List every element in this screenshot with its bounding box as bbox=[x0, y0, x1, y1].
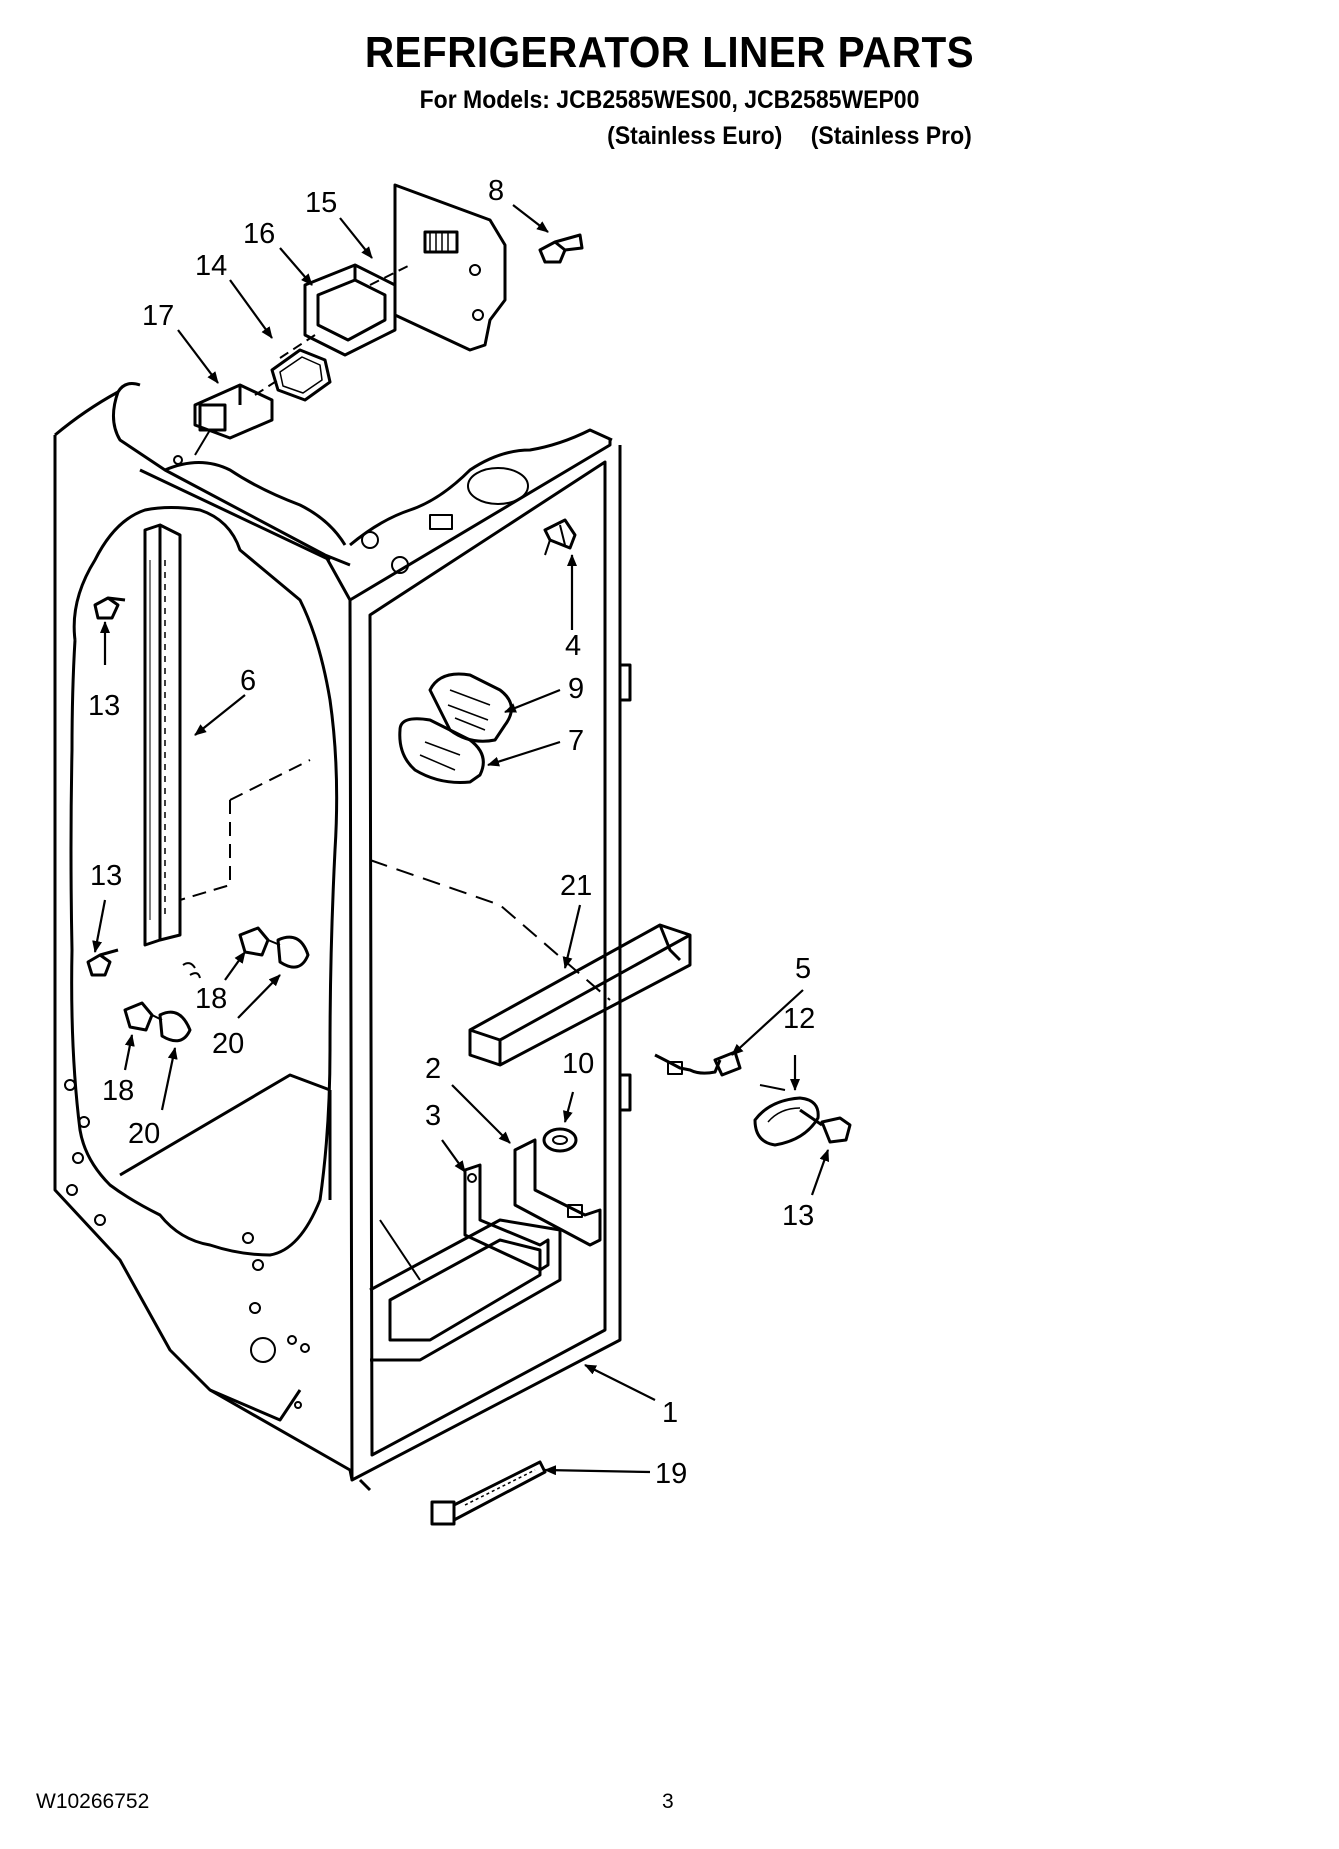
page-number: 3 bbox=[662, 1790, 674, 1813]
callout-12: 12 bbox=[783, 1003, 815, 1035]
variants-line: (Stainless Euro) (Stainless Pro) bbox=[174, 122, 1339, 151]
callout-15: 15 bbox=[305, 187, 337, 219]
callout-18-lower: 18 bbox=[102, 1075, 134, 1107]
screw-8 bbox=[538, 233, 584, 264]
callout-21: 21 bbox=[560, 870, 592, 902]
callout-19: 19 bbox=[655, 1458, 687, 1490]
light-socket-18-upper bbox=[238, 926, 281, 957]
callout-16: 16 bbox=[243, 218, 275, 250]
callout-4: 4 bbox=[565, 630, 581, 662]
callout-6: 6 bbox=[240, 665, 256, 697]
callout-3: 3 bbox=[425, 1100, 441, 1132]
light-bulb-20-upper bbox=[276, 935, 310, 969]
cable-tie-19 bbox=[430, 1460, 547, 1526]
light-switch bbox=[173, 383, 274, 465]
wire-harness-5 bbox=[654, 1050, 742, 1077]
screw-13-lower bbox=[86, 948, 119, 977]
callout-20-lower: 20 bbox=[128, 1118, 160, 1150]
clip-4 bbox=[543, 518, 577, 556]
shelf-rail bbox=[143, 523, 182, 947]
wall-holes bbox=[64, 467, 529, 1409]
light-lens-12 bbox=[753, 1096, 820, 1147]
variant-euro: (Stainless Euro) bbox=[607, 122, 783, 150]
control-housing bbox=[393, 183, 507, 352]
callout-10: 10 bbox=[562, 1048, 594, 1080]
bracket-3 bbox=[463, 1163, 550, 1272]
document-number: W10266752 bbox=[36, 1790, 150, 1813]
light-socket-18-lower bbox=[123, 1001, 163, 1032]
variant-pro: (Stainless Pro) bbox=[810, 122, 972, 150]
screw-13-right bbox=[799, 1108, 852, 1144]
gasket bbox=[270, 348, 332, 402]
page-title: REFRIGERATOR LINER PARTS bbox=[364, 28, 975, 77]
callout-8: 8 bbox=[488, 175, 504, 207]
callout-13-lower: 13 bbox=[90, 860, 122, 892]
support-bar-21 bbox=[468, 923, 692, 1067]
callout-7: 7 bbox=[568, 725, 584, 757]
callout-18-upper: 18 bbox=[195, 983, 227, 1015]
air-grille-7 bbox=[398, 717, 485, 784]
control-box bbox=[303, 263, 397, 357]
callout-14: 14 bbox=[195, 250, 227, 282]
callout-13-upper: 13 bbox=[88, 690, 120, 722]
callout-2: 2 bbox=[425, 1053, 441, 1085]
screw-13-upper bbox=[93, 596, 126, 620]
callout-20-upper: 20 bbox=[212, 1028, 244, 1060]
callout-5: 5 bbox=[795, 953, 811, 985]
callout-9: 9 bbox=[568, 673, 584, 705]
grommet-10 bbox=[542, 1127, 578, 1153]
callout-1: 1 bbox=[662, 1397, 678, 1429]
liner-body bbox=[53, 382, 632, 1492]
bracket-2 bbox=[513, 1138, 602, 1247]
models-line: For Models: JCB2585WES00, JCB2585WEP00 bbox=[419, 86, 920, 114]
callout-17: 17 bbox=[142, 300, 174, 332]
callout-13-right: 13 bbox=[782, 1200, 814, 1232]
air-grille-9 bbox=[428, 672, 513, 743]
light-bulb-20-lower bbox=[158, 1010, 192, 1043]
leader-lines bbox=[92, 204, 830, 1476]
